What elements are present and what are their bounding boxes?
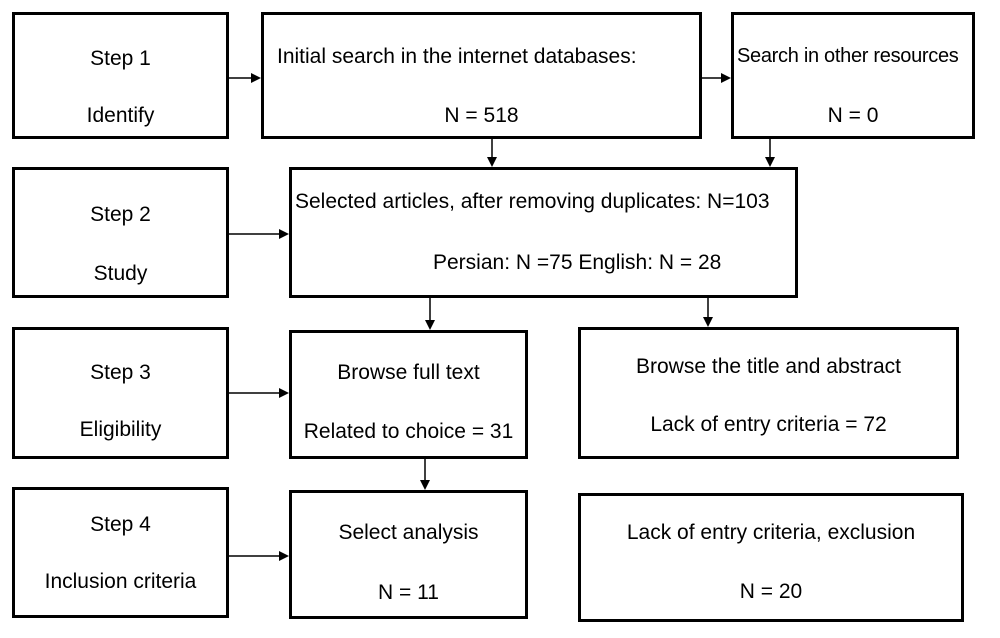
- step-4-box: Step 4 Inclusion criteria: [12, 487, 229, 618]
- initial-search-title: Initial search in the internet databases…: [277, 45, 637, 68]
- step-3-label: Step 3: [90, 361, 151, 384]
- initial-search-count: N = 518: [444, 104, 519, 127]
- exclusion-box: Lack of entry criteria, exclusion N = 20: [578, 493, 964, 622]
- select-analysis-title: Select analysis: [338, 521, 479, 544]
- select-analysis-count: N = 11: [378, 581, 439, 604]
- step-4-label: Step 4: [90, 513, 151, 536]
- full-text-detail: Related to choice = 31: [303, 420, 514, 443]
- select-analysis-box: Select analysis N = 11: [289, 490, 528, 619]
- initial-search-box: Initial search in the internet databases…: [261, 12, 702, 139]
- title-abstract-detail: Lack of entry criteria = 72: [650, 413, 887, 436]
- step-2-sub: Study: [93, 262, 148, 285]
- exclusion-title: Lack of entry criteria, exclusion: [626, 521, 916, 544]
- title-abstract-box: Browse the title and abstract Lack of en…: [578, 327, 959, 459]
- full-text-box: Browse full text Related to choice = 31: [289, 330, 528, 459]
- step-4-sub: Inclusion criteria: [44, 570, 197, 593]
- exclusion-count: N = 20: [739, 580, 803, 603]
- selected-articles-title: Selected articles, after removing duplic…: [295, 190, 770, 213]
- step-2-label: Step 2: [90, 203, 151, 226]
- step-3-box: Step 3 Eligibility: [12, 327, 229, 459]
- step-1-label: Step 1: [90, 47, 151, 70]
- other-resources-box: Search in other resources N = 0: [731, 12, 975, 139]
- other-resources-title: Search in other resources: [737, 45, 959, 67]
- other-resources-count: N = 0: [827, 104, 879, 127]
- full-text-title: Browse full text: [337, 361, 480, 384]
- title-abstract-title: Browse the title and abstract: [636, 355, 901, 378]
- selected-articles-detail: Persian: N =75 English: N = 28: [433, 251, 722, 274]
- step-1-box: Step 1 Identify: [12, 12, 229, 139]
- step-2-box: Step 2 Study: [12, 167, 229, 298]
- step-1-sub: Identify: [86, 104, 155, 127]
- selected-articles-box: Selected articles, after removing duplic…: [289, 167, 798, 298]
- step-3-sub: Eligibility: [79, 418, 162, 441]
